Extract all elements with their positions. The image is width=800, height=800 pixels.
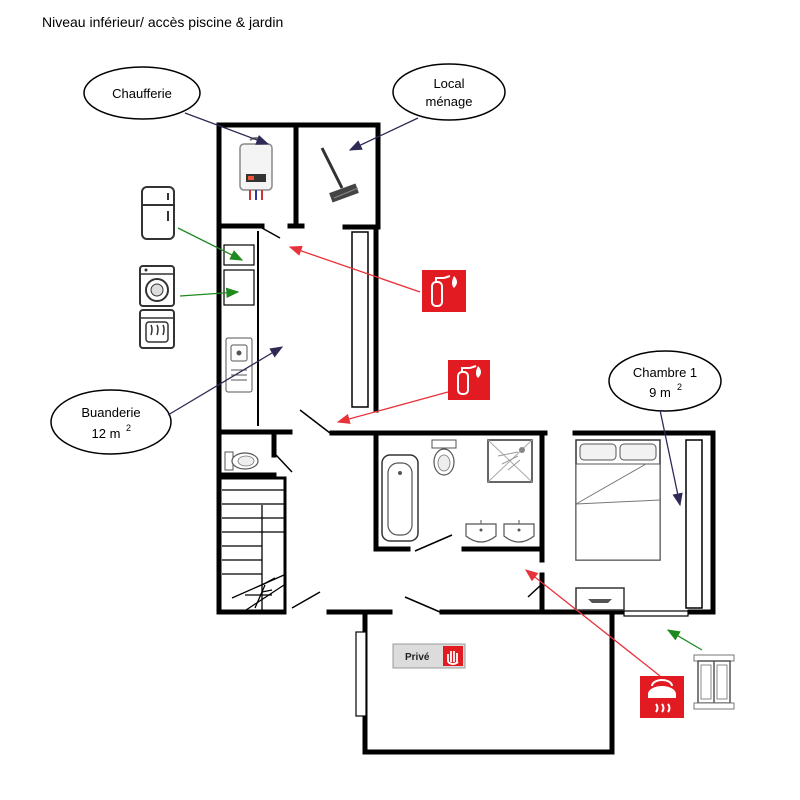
smoke-detector-icon: [640, 676, 684, 718]
broom-icon: [320, 147, 359, 203]
callout-label: Chaufferie: [112, 86, 172, 101]
arrow-local-menage: [348, 117, 419, 151]
washing-machine-icon: [139, 265, 175, 307]
boiler-icon: [239, 137, 273, 200]
arrow-chambre: [659, 409, 683, 507]
stairs-icon: [222, 489, 285, 613]
callout-label: 12 m: [92, 426, 121, 441]
sink-icon: [225, 337, 253, 393]
callout-superscript: 2: [126, 423, 131, 433]
washbasin-icon: [465, 520, 497, 543]
window-icon: [693, 654, 735, 710]
callout-label: Chambre 1: [633, 365, 697, 380]
callout-chaufferie: Chaufferie: [83, 66, 201, 120]
arrow-washer: [179, 287, 240, 298]
callout-local-menage: Local ménage: [392, 63, 506, 121]
arrow-extinguisher-2: [336, 391, 449, 424]
callout-label: Local: [433, 76, 464, 91]
corridor-cupboard: [351, 231, 369, 408]
arrow-smoke-detector: [524, 569, 661, 677]
fridge-icon: [141, 186, 175, 240]
radiator-icon: [575, 587, 625, 611]
callout-label: 9 m: [649, 385, 671, 400]
toilet-icon: [224, 451, 259, 471]
laundry-counter: [223, 244, 255, 306]
arrow-fridge: [177, 227, 244, 261]
private-sign-label: Privé: [405, 652, 430, 663]
door-swings: [261, 227, 543, 613]
callout-label: Buanderie: [81, 405, 140, 420]
arrow-extinguisher-1: [288, 245, 421, 293]
garden-glass-door: [355, 631, 367, 717]
walls: [216, 122, 716, 755]
callout-superscript: 2: [677, 382, 682, 392]
page-title: Niveau inférieur/ accès piscine & jardin: [42, 14, 284, 30]
toilet-icon: [431, 439, 457, 476]
arrow-buanderie: [167, 346, 284, 416]
arrows: [167, 112, 703, 677]
arrow-chaufferie: [184, 112, 270, 145]
callout-chambre: Chambre 1 9 m 2: [608, 350, 722, 412]
fire-extinguisher-icon: [448, 360, 490, 400]
washbasin-icon: [503, 520, 535, 543]
fire-extinguisher-icon: [422, 270, 466, 312]
callout-buanderie: Buanderie 12 m 2: [50, 389, 172, 455]
wardrobe: [685, 439, 703, 609]
arrow-window: [666, 629, 703, 651]
dryer-icon: [139, 309, 175, 349]
shower-icon: [487, 439, 533, 483]
callout-label: ménage: [426, 94, 473, 109]
bathtub-icon: [381, 454, 419, 542]
bedroom-window: [623, 610, 689, 617]
private-sign-icon: Privé: [392, 643, 466, 669]
bed-icon: [575, 439, 661, 561]
